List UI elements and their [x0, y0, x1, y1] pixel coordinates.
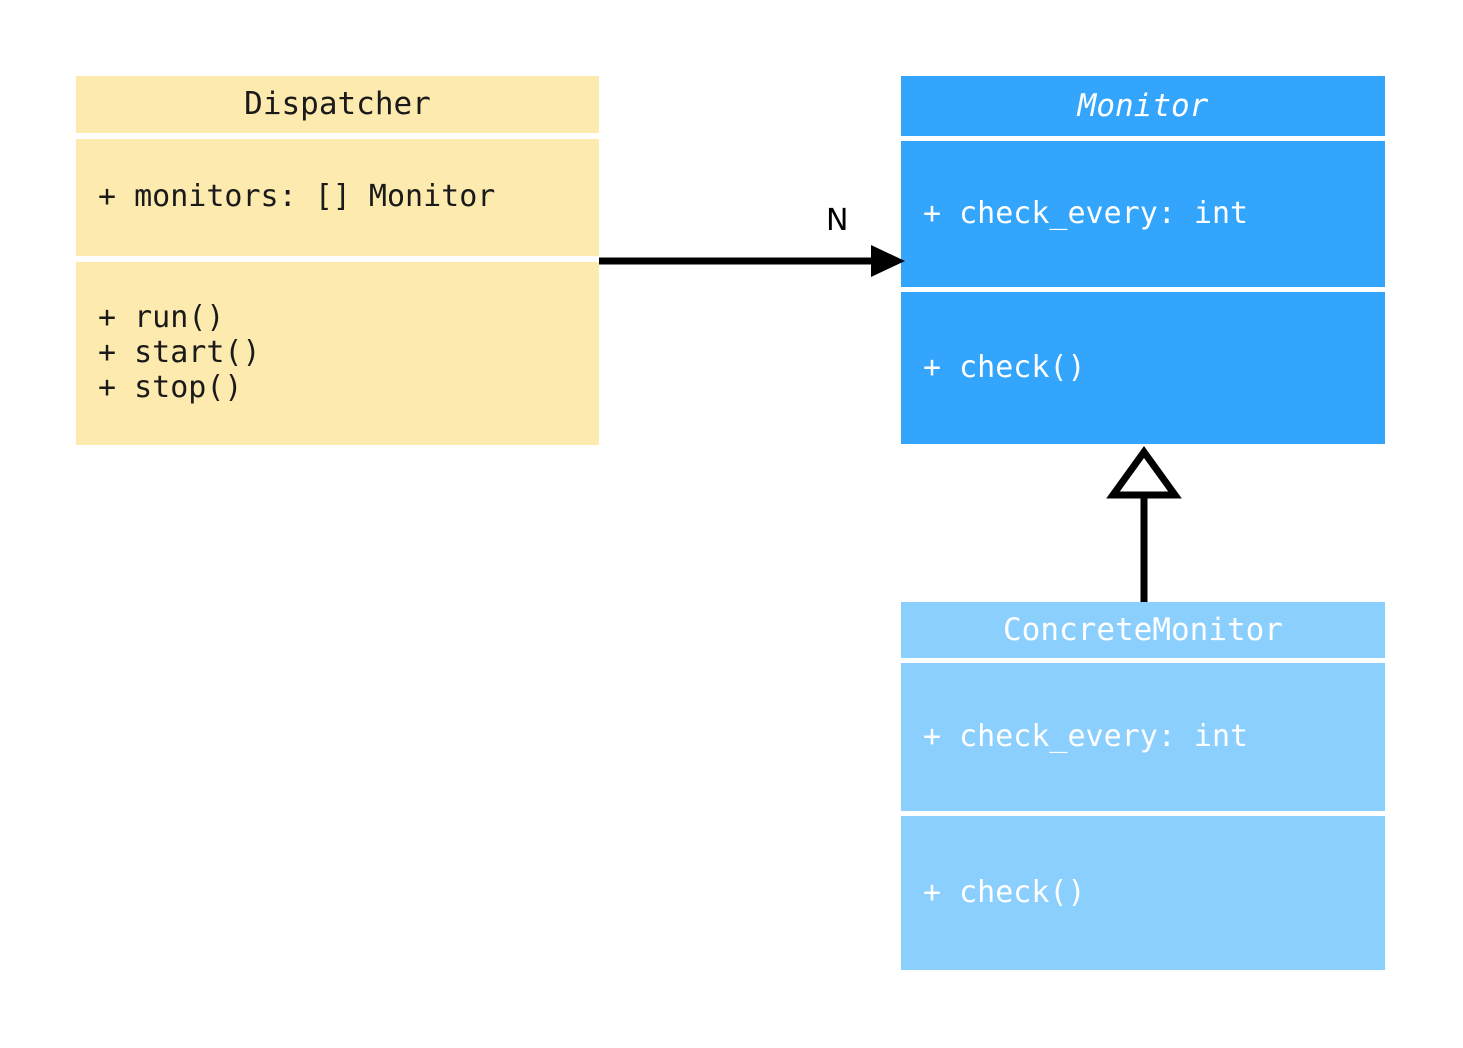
class-box-monitor[interactable]: Monitor + check_every: int + check(): [901, 76, 1385, 444]
methods-compartment-concrete-monitor: + check(): [901, 816, 1385, 970]
class-divider: [901, 811, 1385, 816]
class-box-concrete-monitor[interactable]: ConcreteMonitor + check_every: int + che…: [901, 602, 1385, 970]
attributes-compartment-concrete-monitor: + check_every: int: [901, 663, 1385, 811]
class-divider: [76, 256, 599, 262]
generalization-edge-concrete-monitor-monitor: [1106, 446, 1182, 602]
class-box-dispatcher[interactable]: Dispatcher + monitors: [] Monitor + run(…: [76, 76, 599, 445]
attribute-row: + check_every: int: [923, 195, 1249, 231]
class-title-dispatcher: Dispatcher: [244, 86, 431, 122]
class-title-monitor: Monitor: [1077, 87, 1209, 124]
method-row: + run(): [98, 300, 225, 336]
attribute-row: + check_every: int: [923, 718, 1249, 754]
class-divider: [901, 136, 1385, 141]
attribute-row: + monitors: [] Monitor: [98, 179, 496, 215]
method-row: + check(): [923, 874, 1086, 910]
methods-compartment-monitor: + check(): [901, 292, 1385, 444]
attributes-compartment-monitor: + check_every: int: [901, 141, 1385, 287]
filled-arrowhead-icon: [871, 245, 905, 277]
class-divider: [76, 133, 599, 139]
class-title-concrete-monitor: ConcreteMonitor: [1003, 611, 1283, 648]
method-row: + stop(): [98, 369, 243, 405]
class-divider: [901, 658, 1385, 663]
methods-compartment-dispatcher: + run() + start() + stop(): [76, 262, 599, 445]
method-row: + start(): [98, 335, 261, 371]
attributes-compartment-dispatcher: + monitors: [] Monitor: [76, 139, 599, 256]
association-multiplicity-label: N: [826, 203, 849, 238]
association-edge-dispatcher-monitor: [599, 245, 905, 277]
class-divider: [901, 287, 1385, 292]
method-row: + check(): [923, 349, 1086, 385]
hollow-triangle-arrowhead-icon: [1106, 446, 1182, 499]
